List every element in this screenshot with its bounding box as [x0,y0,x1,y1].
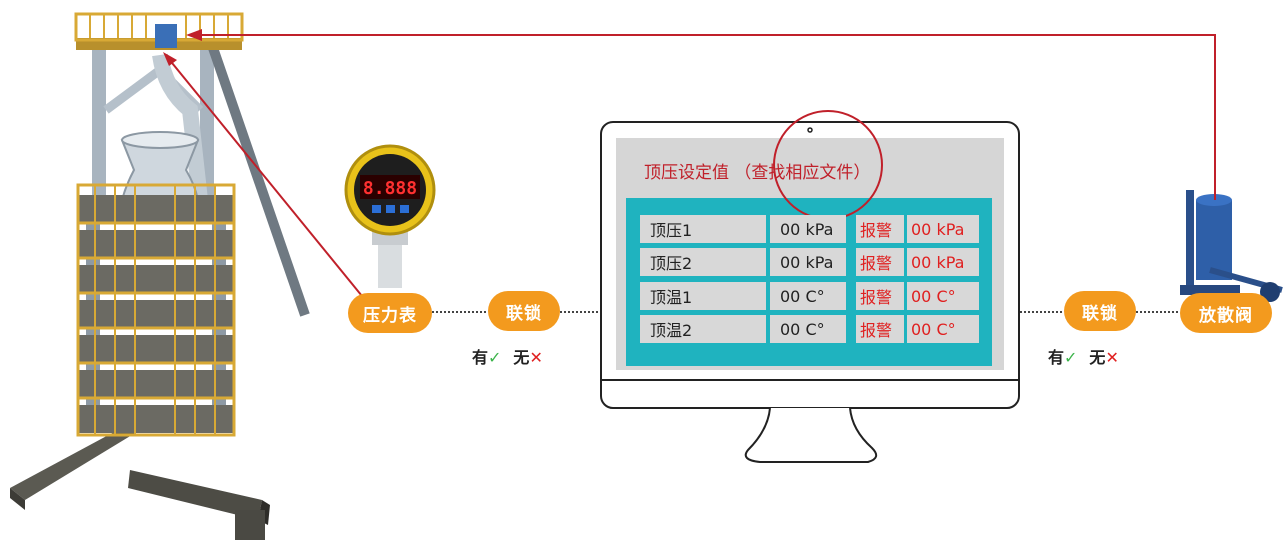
table-row-alarm: 报警 [856,282,904,310]
release-valve-illustration [1180,190,1283,302]
signal-lines [163,29,1216,313]
pressure-gauge-label: 压力表 [348,293,432,333]
table-row-value: 00 kPa [770,248,846,276]
release-valve-label: 放散阀 [1180,293,1272,333]
table-row-alarm: 报警 [856,248,904,276]
table-row-alarm-value: 00 kPa [907,215,979,243]
check-icon: ✓ [1064,348,1078,367]
gauge-readout: 8.888 [363,178,417,199]
table-row-name: 顶压2 [640,248,766,276]
table-row-value: 00 C° [770,282,846,310]
screen-title: 顶压设定值 （查找相应文件） [644,163,871,183]
table-row-name: 顶温2 [640,315,766,343]
yes-text: 有 [472,348,489,367]
yes-no-left: 有✓ 无✕ [472,344,543,368]
yes-no-right: 有✓ 无✕ [1048,344,1119,368]
table-row-value: 00 kPa [770,215,846,243]
table-row-alarm-value: 00 C° [907,282,979,310]
cross-icon: ✕ [1105,348,1119,367]
table-row-alarm-value: 00 kPa [907,248,979,276]
no-text: 无 [513,348,530,367]
pressure-gauge-illustration: 8.888 [344,144,436,288]
table-row-name: 顶温1 [640,282,766,310]
table-row-name: 顶压1 [640,215,766,243]
interlock-right-label: 联锁 [1064,291,1136,331]
check-icon: ✓ [488,348,502,367]
yes-text: 有 [1048,348,1065,367]
blast-furnace-illustration [10,12,310,540]
table-row-value: 00 C° [770,315,846,343]
interlock-left-label: 联锁 [488,291,560,331]
table-row-alarm-value: 00 C° [907,315,979,343]
table-row-alarm: 报警 [856,315,904,343]
cross-icon: ✕ [529,348,543,367]
table-row-alarm: 报警 [856,215,904,243]
no-text: 无 [1089,348,1106,367]
